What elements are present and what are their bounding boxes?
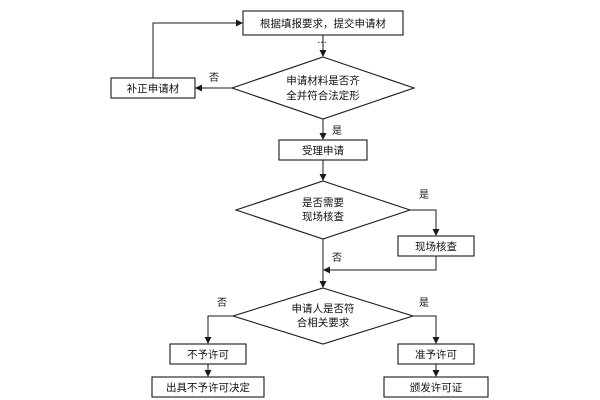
arrow-requirements-to-deny [204, 315, 233, 344]
label-yes-grant: 是 [419, 297, 429, 309]
issue-license-label: 颁发许可证 [410, 381, 463, 394]
issue-license-node: 颁发许可证 [383, 376, 489, 398]
deny-decision-label: 出具不予许可决定 [166, 381, 250, 394]
meets-requirements-decision: 申请人是否符 合相关要求 [231, 287, 415, 345]
supplement-materials-label: 补正申请材 [127, 82, 180, 95]
arrow-inspection-to-merge [323, 256, 437, 274]
label-yes-inspect: 是 [419, 189, 429, 201]
submit-mark: ... [317, 35, 327, 46]
label-no-supplement: 否 [209, 72, 219, 84]
grant-license-node: 准予许可 [397, 343, 475, 365]
deny-decision-node: 出具不予许可决定 [151, 376, 265, 398]
label-no-deny: 否 [217, 297, 227, 309]
submit-application-label: 根据填报要求，提交申请材 [260, 17, 386, 30]
arrow-requirements-to-grant [413, 315, 440, 344]
label-yes-accept: 是 [332, 125, 342, 137]
label-no-skip-inspect: 否 [332, 252, 342, 264]
grant-license-label: 准予许可 [415, 348, 457, 361]
arrow-decision-to-inspection [410, 209, 440, 236]
check-materials-label-line1: 申请材料是否齐 [286, 74, 360, 87]
need-inspection-decision: 是否需要 现场核查 [234, 180, 412, 240]
onsite-inspection-label: 现场核查 [415, 240, 457, 253]
arrow-supplement-to-submit [152, 19, 243, 78]
deny-license-node: 不予许可 [169, 343, 247, 365]
onsite-inspection-node: 现场核查 [397, 235, 475, 257]
accept-application-node: 受理申请 [278, 139, 368, 161]
supplement-materials-node: 补正申请材 [110, 77, 196, 99]
check-materials-decision: 申请材料是否齐 全并符合法定形 [230, 56, 416, 120]
submit-application-node: 根据填报要求，提交申请材 [242, 10, 404, 36]
meets-requirements-label-line1: 申请人是否符 [292, 302, 355, 315]
deny-license-label: 不予许可 [187, 348, 229, 361]
check-materials-label-line2: 全并符合法定形 [286, 89, 360, 102]
accept-application-label: 受理申请 [302, 144, 344, 157]
need-inspection-label-line1: 是否需要 [302, 197, 344, 209]
meets-requirements-label-line2: 合相关要求 [297, 316, 350, 329]
need-inspection-label-line2: 现场核查 [302, 210, 344, 223]
